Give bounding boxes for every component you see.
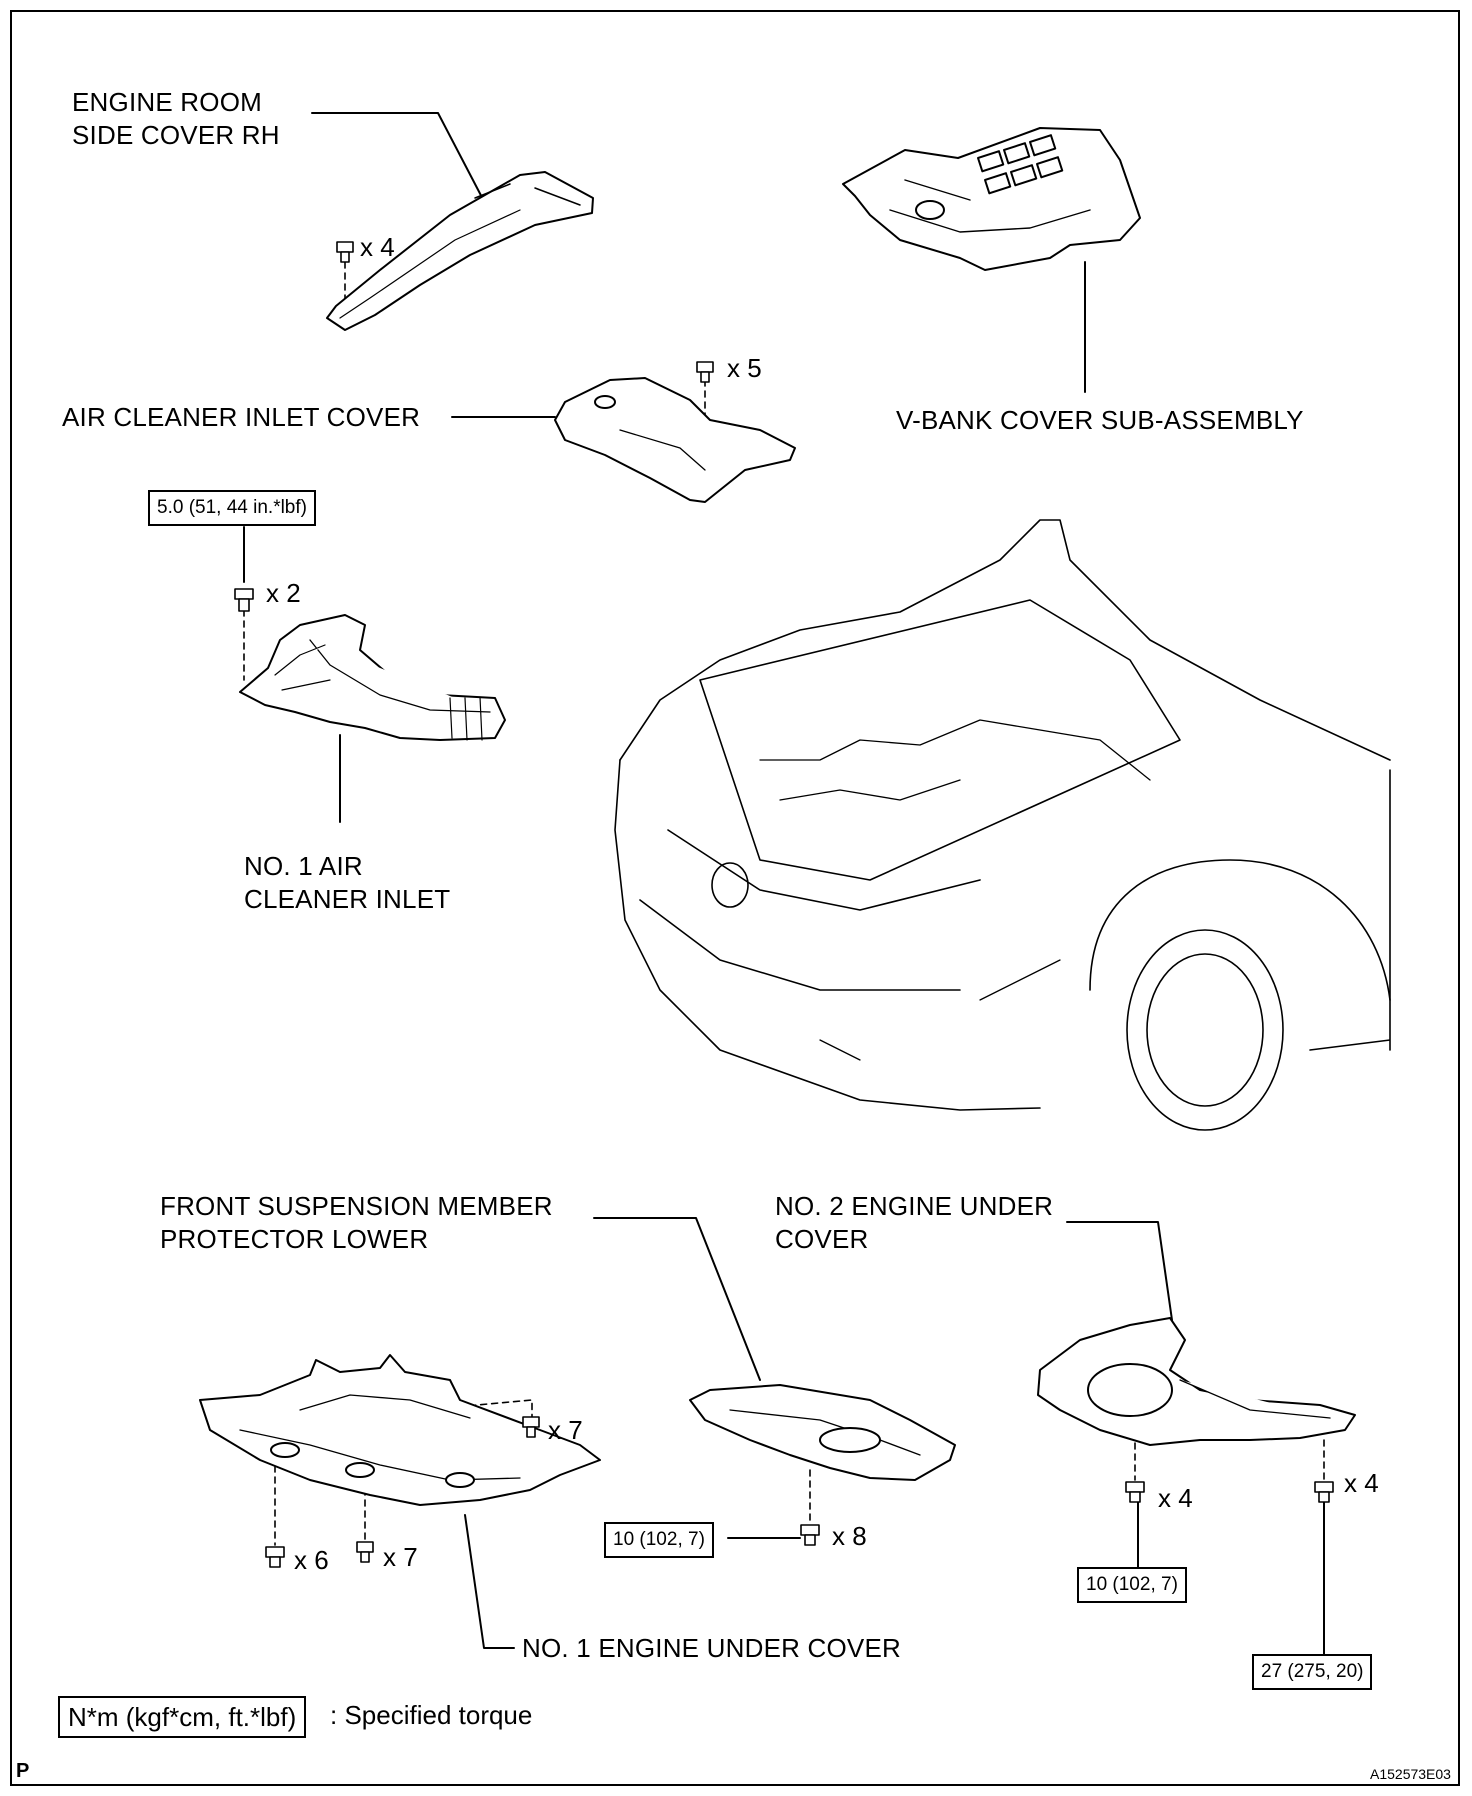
no1-air-cleaner-inlet-part — [239, 614, 506, 741]
qty-under-cover2-a: x 4 — [1158, 1483, 1193, 1513]
leader-lines — [243, 112, 1325, 1659]
torque-box-air-inlet: 5.0 (51, 44 in.*lbf) — [148, 490, 316, 526]
v-bank-cover-part — [842, 127, 1141, 271]
qty-under-cover1-c: x 7 — [383, 1542, 418, 1572]
label-no2-engine-under-cover-line2: COVER — [775, 1224, 869, 1254]
label-no1-air-cleaner-inlet-line2: CLEANER INLET — [244, 884, 451, 914]
label-front-suspension-line2: PROTECTOR LOWER — [160, 1224, 429, 1254]
label-engine-room-side-cover-line1: ENGINE ROOM — [72, 87, 262, 117]
qty-inlet-cover: x 5 — [727, 353, 762, 383]
qty-under-cover1-b: x 6 — [294, 1545, 329, 1575]
torque-box-under-cover2-b: 27 (275, 20) — [1252, 1654, 1373, 1690]
no2-engine-under-cover-part — [1037, 1317, 1356, 1446]
no1-engine-under-cover-part — [199, 1354, 601, 1506]
qty-air-inlet: x 2 — [266, 578, 301, 608]
engine-room-side-cover-part — [326, 171, 594, 331]
diagram-frame — [10, 10, 1460, 1786]
label-no1-air-cleaner-inlet-line1: NO. 1 AIR — [244, 851, 363, 881]
label-air-cleaner-inlet-cover: AIR CLEANER INLET COVER — [62, 402, 421, 432]
front-suspension-protector-part — [689, 1384, 956, 1481]
qty-under-cover1-a: x 7 — [548, 1415, 583, 1445]
figure-id: A152573E03 — [1370, 1766, 1451, 1782]
air-cleaner-inlet-cover-part — [554, 377, 796, 503]
label-engine-room-side-cover-line2: SIDE COVER RH — [72, 120, 280, 150]
bolt-icons — [234, 241, 1334, 1568]
vehicle-front-part — [614, 519, 1391, 1131]
qty-under-cover2-b: x 4 — [1344, 1468, 1379, 1498]
torque-box-under-cover2-a: 10 (102, 7) — [1077, 1567, 1187, 1603]
qty-front-susp: x 8 — [832, 1521, 867, 1551]
legend-description: : Specified torque — [330, 1700, 533, 1730]
label-v-bank-cover: V-BANK COVER SUB-ASSEMBLY — [896, 405, 1304, 435]
page-mark: P — [16, 1760, 30, 1782]
label-front-suspension-line1: FRONT SUSPENSION MEMBER — [160, 1191, 553, 1221]
label-no2-engine-under-cover-line1: NO. 2 ENGINE UNDER — [775, 1191, 1054, 1221]
legend-torque-unit: N*m (kgf*cm, ft.*lbf) — [58, 1696, 307, 1738]
qty-side-cover: x 4 — [360, 232, 395, 262]
label-no1-engine-under-cover: NO. 1 ENGINE UNDER COVER — [522, 1633, 901, 1663]
torque-box-front-susp: 10 (102, 7) — [604, 1522, 714, 1558]
